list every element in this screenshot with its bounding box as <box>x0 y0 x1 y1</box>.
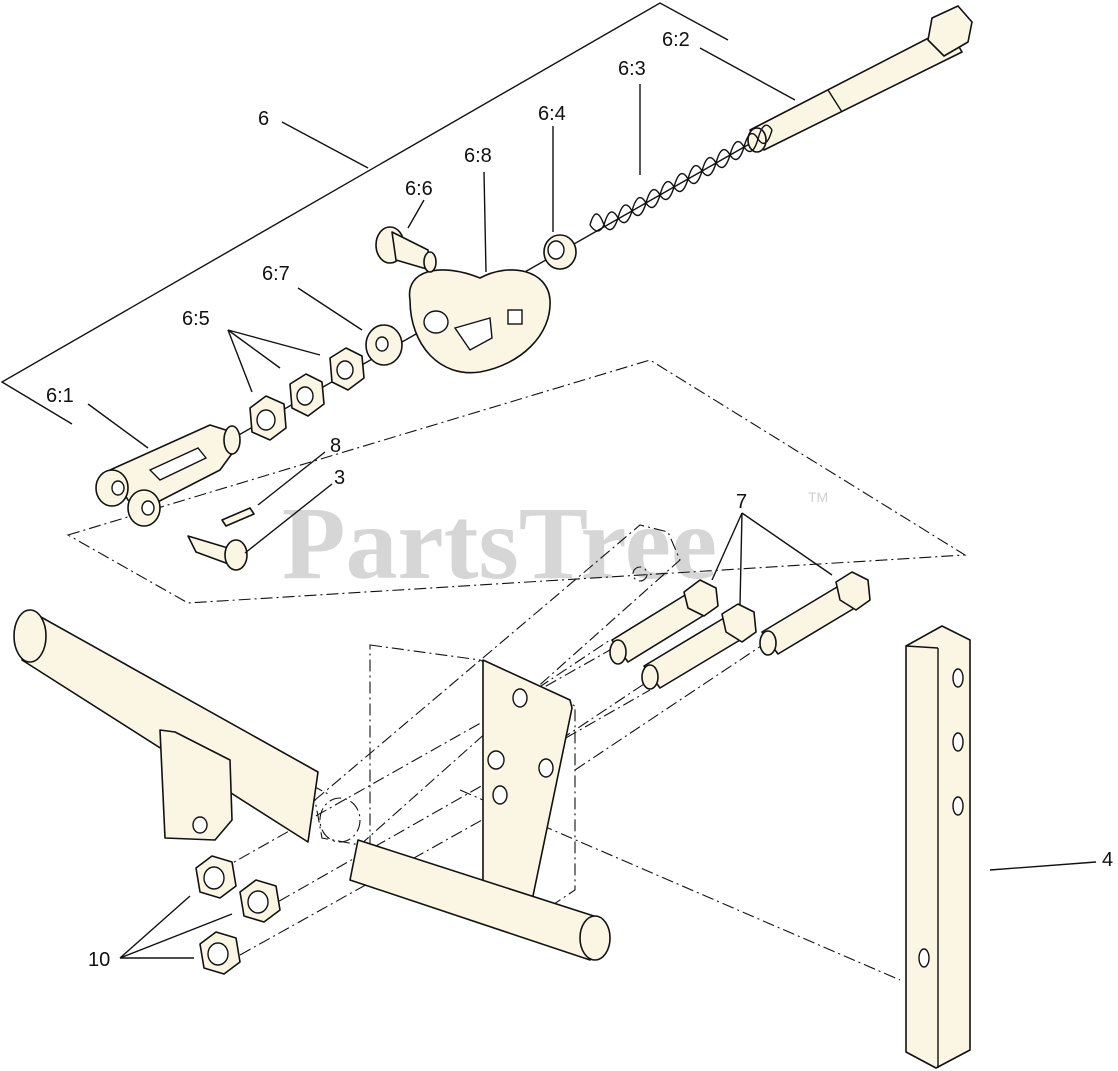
part-6-5-nut-c <box>249 395 287 441</box>
callout-6-1: 6:1 <box>46 385 74 407</box>
callout-6-8: 6:8 <box>464 145 492 167</box>
callout-6-6: 6:6 <box>405 178 433 200</box>
callout-6-7: 6:7 <box>262 263 290 285</box>
assembly-6-bracket <box>0 2 729 425</box>
mounting-bracket <box>314 524 681 846</box>
callout-6-5: 6:5 <box>182 308 210 330</box>
centerline-bolt-2 <box>559 679 651 741</box>
centerline-nut-2 <box>259 689 651 913</box>
hanging-tab <box>159 729 233 841</box>
part-7-bolt-a <box>609 579 719 665</box>
leader-lines <box>87 47 1097 959</box>
callout-10: 10 <box>88 949 110 971</box>
callout-6: 6 <box>258 108 269 130</box>
reference-plane <box>66 359 967 604</box>
part-6-8-handle-plate <box>408 269 551 374</box>
callout-6-2: 6:2 <box>662 29 690 51</box>
part-6-7-washer <box>365 324 403 366</box>
callout-6-4: 6:4 <box>538 103 566 125</box>
callout-3: 3 <box>334 467 345 489</box>
centerline-bolt-3 <box>574 639 771 771</box>
part-10-nut-c <box>199 931 241 975</box>
part-6-5-nut-a <box>329 347 365 391</box>
part-3-clevis-pin <box>187 535 248 571</box>
tube <box>13 609 611 961</box>
part-6-2-bolt <box>747 5 973 153</box>
watermark-text: PartsTree <box>282 486 717 601</box>
part-7-bolt-b <box>641 603 757 690</box>
part-6-6-carriage-bolt <box>375 226 437 273</box>
part-7-bolt-c <box>759 571 871 656</box>
callout-8: 8 <box>330 435 341 457</box>
part-10-nut-a <box>195 855 237 899</box>
part-6-5-nut-b <box>289 373 325 417</box>
centerline-bar <box>459 789 901 981</box>
callout-6-3: 6:3 <box>618 58 646 80</box>
watermark-trademark: TM <box>808 489 828 505</box>
part-6-1-clevis <box>95 424 241 527</box>
callout-4: 4 <box>1102 849 1113 871</box>
part-6-3-spring <box>589 124 773 232</box>
centerline-nut-1 <box>219 649 611 871</box>
centerline-bolt-1 <box>519 639 611 701</box>
part-4-square-bar <box>905 625 971 1069</box>
callout-7: 7 <box>736 491 747 513</box>
part-6-4-collar <box>543 234 577 270</box>
part-10-nut-b <box>239 879 281 923</box>
part-8-cotter-pin <box>221 507 255 527</box>
